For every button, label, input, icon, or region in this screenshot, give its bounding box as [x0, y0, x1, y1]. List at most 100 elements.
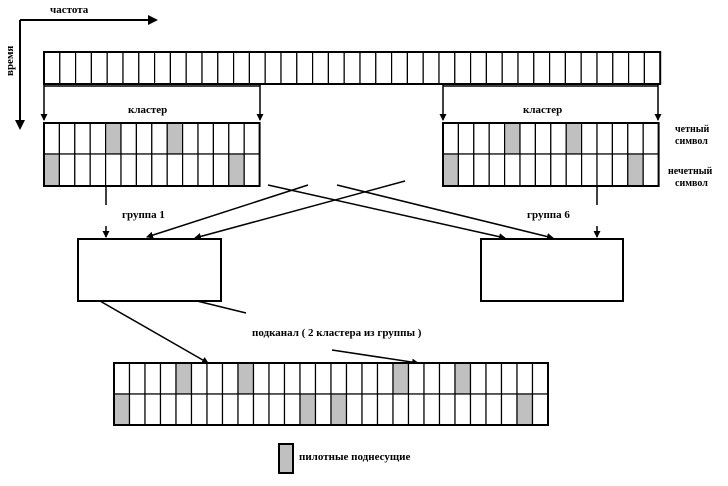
- subchannel-cell: [252, 362, 270, 395]
- subchannel-cell: [128, 393, 146, 426]
- top-strip-cell: [643, 51, 661, 85]
- top-strip-cell: [233, 51, 251, 85]
- cluster-left-cell: [89, 122, 107, 155]
- subchannel-cell: [221, 362, 239, 395]
- subchannel-label: подканал ( 2 кластера из группы ): [252, 327, 422, 339]
- cluster-left-cell: [243, 122, 261, 155]
- subcarrier-strip-top: [43, 51, 662, 85]
- subchannel-cell: [299, 362, 317, 395]
- subchannel-cell: [345, 393, 363, 426]
- top-strip-cell: [548, 51, 566, 85]
- cluster-right-cell: [596, 122, 613, 155]
- cluster-left-cell: [120, 153, 137, 187]
- cluster-left-cell: [212, 122, 230, 155]
- subchannel-cell-border: [113, 362, 549, 426]
- subchannel-cell: [423, 393, 441, 426]
- top-strip-cell: [627, 51, 645, 85]
- even-symbol-label-line2: символ: [675, 136, 708, 147]
- cluster-left-cell: [182, 122, 199, 155]
- cluster-right-cell: [565, 153, 583, 187]
- top-strip-cell: [422, 51, 440, 85]
- cluster-right-cell: [442, 122, 459, 155]
- cluster-left-cell: [74, 122, 91, 155]
- cluster-left-cell: [151, 153, 168, 187]
- top-strip-cell: [327, 51, 345, 85]
- cluster-left-cell: [58, 153, 76, 187]
- subchannel-cell: [237, 393, 255, 426]
- top-strip-cell: [612, 51, 630, 85]
- cluster-left-cell: [120, 122, 137, 155]
- top-strip-cell: [296, 51, 314, 85]
- subchannel-cell-pilot: [299, 393, 317, 426]
- subchannel-cell: [113, 362, 131, 395]
- cluster-left-cell-pilot: [166, 122, 184, 155]
- subchannel-cell: [438, 362, 456, 395]
- cluster-right-cell-pilot: [627, 153, 644, 187]
- cluster-right-cell: [642, 153, 660, 187]
- top-strip-cell: [312, 51, 330, 85]
- top-strip-cell: [343, 51, 361, 85]
- odd-symbol-label-line1: нечетный: [668, 166, 713, 177]
- subchannel-cell: [485, 362, 503, 395]
- cluster-right-cell: [504, 153, 521, 187]
- subchannel-cell: [268, 393, 286, 426]
- subchannel-cell-pilot: [392, 362, 410, 395]
- subchannel-cell: [376, 393, 394, 426]
- subchannel-cell: [392, 393, 410, 426]
- cluster-left-cell-pilot: [43, 153, 60, 187]
- subchannel-cell: [361, 362, 379, 395]
- subchannel-cell: [221, 393, 239, 426]
- cluster-right-cell: [611, 122, 629, 155]
- top-strip-cell: [375, 51, 393, 85]
- subchannel-cell: [252, 393, 270, 426]
- odd-symbol-label-line2: символ: [675, 178, 708, 189]
- legend-pilot-label: пилотные поднесущие: [299, 451, 411, 463]
- subchannel-cell: [268, 362, 286, 395]
- subchannel-grid: [113, 362, 549, 426]
- top-strip-cell: [90, 51, 108, 85]
- cluster-left-cell: [104, 153, 122, 187]
- subchannel-cell: [206, 362, 224, 395]
- subchannel-cell: [407, 393, 425, 426]
- subchannel-cell: [469, 393, 487, 426]
- cluster-right-cell: [534, 122, 552, 155]
- group-1-box: [77, 238, 222, 302]
- cluster-right-cell: [473, 153, 490, 187]
- top-strip-cell: [533, 51, 551, 85]
- cluster-left-cell: [243, 153, 261, 187]
- subchannel-cell: [144, 393, 162, 426]
- top-strip-cell: [59, 51, 77, 85]
- top-strip-cell: [391, 51, 409, 85]
- cluster-right-cell-border: [442, 122, 660, 187]
- subchannel-cell: [206, 393, 224, 426]
- frequency-axis-label: частота: [50, 4, 89, 16]
- subchannel-cell: [438, 393, 456, 426]
- top-strip-cell: [280, 51, 298, 85]
- subchannel-cell: [190, 393, 208, 426]
- permutation-crossing-lines: [146, 180, 554, 241]
- cluster-left-cell: [197, 153, 214, 187]
- group-1-label: группа 1: [122, 209, 165, 221]
- cluster-right-cell: [580, 153, 598, 187]
- top-strip-cell: [154, 51, 172, 85]
- cluster-right-cell: [550, 122, 567, 155]
- top-strip-cell: [217, 51, 235, 85]
- cluster-left-cell: [166, 153, 184, 187]
- subchannel-cell: [175, 393, 193, 426]
- cluster-right-cell: [488, 122, 506, 155]
- top-strip-cell: [122, 51, 140, 85]
- top-strip-cell: [185, 51, 203, 85]
- subchannel-cell: [500, 362, 518, 395]
- subchannel-cell: [407, 362, 425, 395]
- cluster-right-cell: [596, 153, 613, 187]
- subchannel-cell: [144, 362, 162, 395]
- top-strip-cell: [264, 51, 282, 85]
- cluster-left-cell: [74, 153, 91, 187]
- top-strip-cell: [454, 51, 472, 85]
- subchannel-cell-pilot: [454, 362, 472, 395]
- top-strip-cell: [406, 51, 424, 85]
- cluster-left-cell: [197, 122, 214, 155]
- cluster-right-cell: [642, 122, 660, 155]
